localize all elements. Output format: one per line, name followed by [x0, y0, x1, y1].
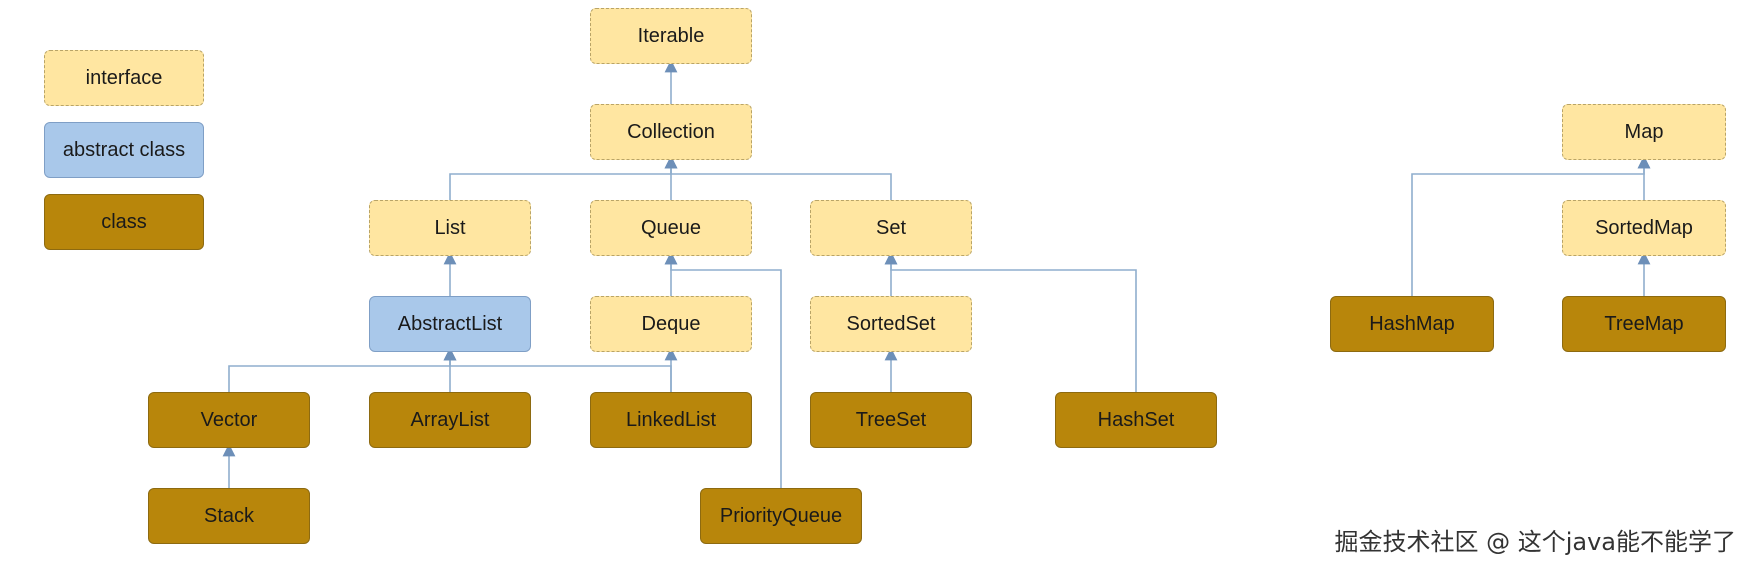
edge-linkedlist-to-abstractlist: [443, 347, 672, 392]
node-linkedlist: LinkedList: [590, 392, 752, 448]
node-arraylist: ArrayList: [369, 392, 531, 448]
node-collection: Collection: [590, 104, 752, 160]
edge-hashmap-to-map: [1411, 155, 1651, 296]
legend-class: class: [44, 194, 204, 250]
node-iterable: Iterable: [590, 8, 752, 64]
node-vector: Vector: [148, 392, 310, 448]
edge-priorityqueue-to-queue: [664, 251, 782, 488]
edge-hashset-to-set: [884, 251, 1137, 392]
node-sortedmap: SortedMap: [1562, 200, 1726, 256]
node-hashmap: HashMap: [1330, 296, 1494, 352]
node-abstractlist: AbstractList: [369, 296, 531, 352]
watermark-text: 掘金技术社区 @ 这个java能不能学了: [1334, 528, 1736, 556]
legend-interface: interface: [44, 50, 204, 106]
edge-list-to-collection: [449, 155, 678, 200]
legend-abstract-class: abstract class: [44, 122, 204, 178]
node-deque: Deque: [590, 296, 752, 352]
node-priorityqueue: PriorityQueue: [700, 488, 862, 544]
node-sortedset: SortedSet: [810, 296, 972, 352]
node-queue: Queue: [590, 200, 752, 256]
edge-vector-to-abstractlist: [228, 347, 457, 392]
node-set: Set: [810, 200, 972, 256]
node-treeset: TreeSet: [810, 392, 972, 448]
node-stack: Stack: [148, 488, 310, 544]
node-list: List: [369, 200, 531, 256]
node-map: Map: [1562, 104, 1726, 160]
node-treemap: TreeMap: [1562, 296, 1726, 352]
edge-set-to-collection: [664, 155, 892, 200]
node-hashset: HashSet: [1055, 392, 1217, 448]
